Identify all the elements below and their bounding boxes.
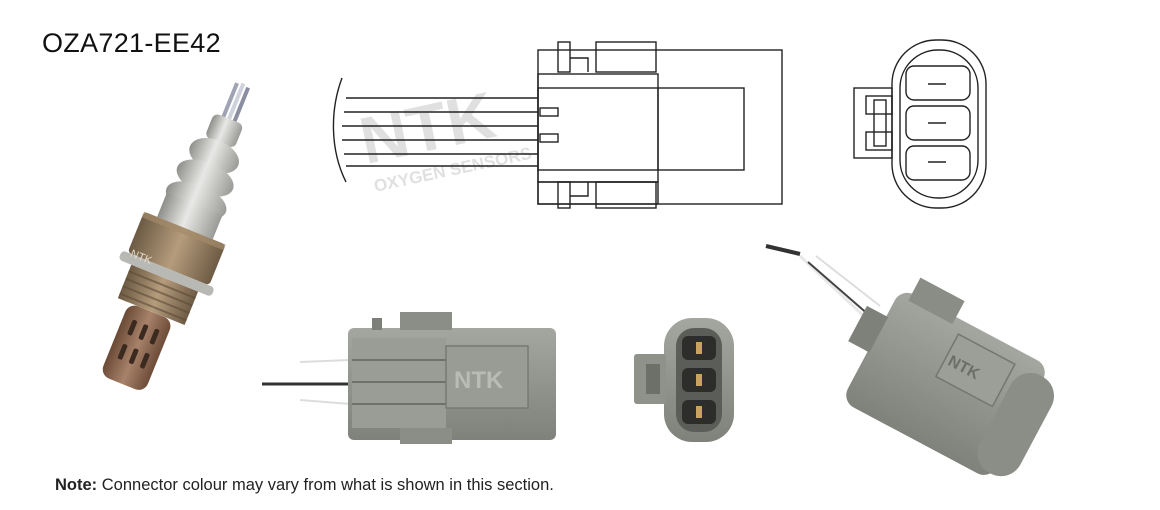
part-number-title: OZA721-EE42 (42, 28, 221, 58)
note-label: Note: (55, 476, 98, 494)
connector-end-photo (634, 318, 734, 442)
connector-side-drawing (332, 41, 783, 209)
note-text: Connector colour may vary from what is s… (97, 476, 554, 494)
oxygen-sensor-image: NTK (102, 82, 251, 390)
ntk-watermark: NTK OXYGEN SENSORS (353, 77, 533, 196)
connector-colour-note: Note: Connector colour may vary from wha… (55, 476, 554, 495)
connector-end-drawing (853, 39, 987, 209)
connector-brand-text: NTK (454, 367, 504, 394)
connector-angled-photo: NTK (765, 244, 1055, 477)
connector-side-photo: NTK (262, 312, 556, 444)
